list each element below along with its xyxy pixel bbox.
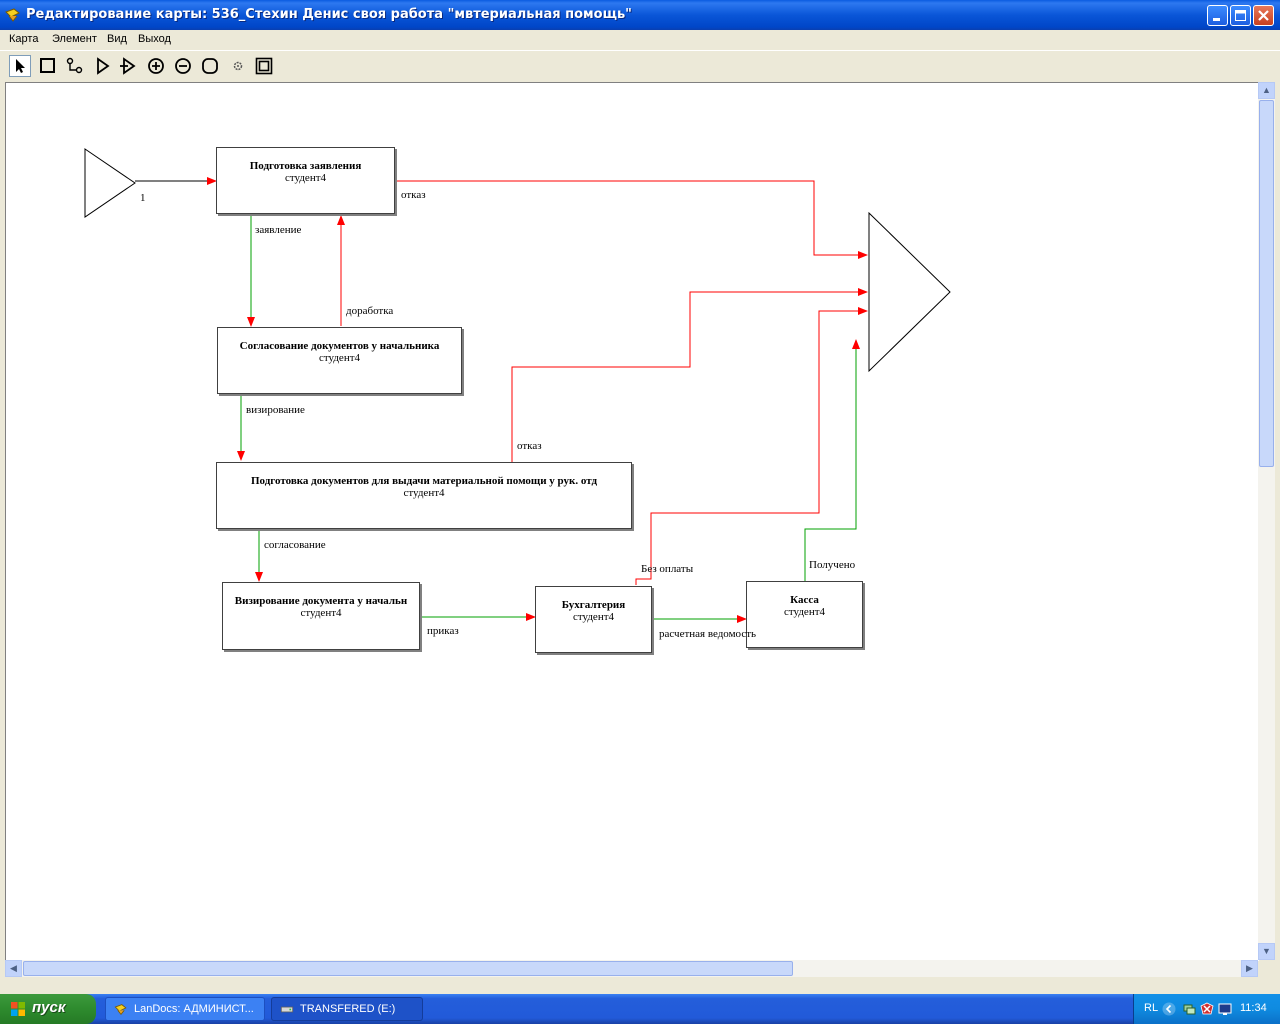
edge-label: приказ: [427, 625, 459, 637]
edge-label: визирование: [246, 404, 305, 416]
title-bar[interactable]: Редактирование карты: 536_Стехин Денис с…: [0, 0, 1280, 30]
process-node[interactable]: Касса студент4: [746, 581, 863, 648]
toolbar: [0, 50, 1280, 81]
pointer-tool-icon: [16, 59, 25, 73]
maximize-icon: [1235, 10, 1246, 21]
windows-logo-icon: [11, 1002, 25, 1016]
edge-label: отказ: [517, 440, 542, 452]
drive-icon: [280, 1006, 294, 1013]
diagram-connections: [84, 148, 951, 623]
taskbar-item-label: LanDocs: АДМИНИСТ...: [134, 1003, 254, 1015]
connector-tool-button[interactable]: [64, 55, 86, 77]
process-node[interactable]: Согласование документов у начальника сту…: [217, 327, 462, 394]
edge-label: Получено: [809, 559, 856, 571]
node-role: студент4: [572, 611, 615, 623]
app-icon: [114, 1004, 127, 1016]
edge-label: расчетная ведомость: [659, 628, 757, 640]
menu-view[interactable]: Вид: [107, 33, 127, 45]
node-title: Подготовка заявления: [249, 160, 362, 172]
taskbar: пуск LanDocs: АДМИНИСТ... TRANSFERED (E:…: [0, 994, 1280, 1024]
node-title: Визирование документа у начальн: [234, 595, 408, 607]
end-triangle[interactable]: [868, 211, 951, 373]
node-title: Бухгалтерия: [561, 599, 626, 611]
close-icon: [1258, 10, 1269, 21]
settings-small-button[interactable]: [227, 55, 249, 77]
edge-label: согласование: [264, 539, 326, 551]
process-node[interactable]: Подготовка документов для выдачи материа…: [216, 462, 632, 529]
menu-bar: Карта Элемент Вид Выход: [0, 30, 1280, 50]
node-title: Касса: [790, 594, 819, 606]
start-triangle-tool-icon: [97, 57, 110, 75]
vertical-scrollbar[interactable]: ▲ ▼: [1258, 82, 1275, 960]
node-title: Подготовка документов для выдачи материа…: [250, 475, 598, 487]
edge-label: доработка: [346, 305, 394, 317]
start-triangle-tool-button[interactable]: [91, 55, 113, 77]
node-role: студент4: [300, 607, 342, 619]
edge-label: заявление: [255, 224, 302, 236]
taskbar-item-landocs[interactable]: LanDocs: АДМИНИСТ...: [105, 997, 265, 1021]
frame-tool-icon: [255, 57, 273, 75]
process-node[interactable]: Бухгалтерия студент4: [535, 586, 652, 653]
end-triangle-tool-button[interactable]: [117, 55, 139, 77]
node-role: студент4: [783, 606, 826, 618]
network-icon[interactable]: [1182, 1002, 1196, 1016]
rectangle-tool-icon: [40, 58, 55, 73]
start-label: пуск: [32, 999, 66, 1016]
horizontal-scroll-thumb[interactable]: [23, 961, 793, 976]
scroll-left-button[interactable]: ◀: [5, 960, 22, 977]
rectangle-tool-button[interactable]: [37, 55, 59, 77]
edge-n6-received[interactable]: [804, 339, 860, 581]
frame-tool-button[interactable]: [253, 55, 275, 77]
horizontal-scrollbar[interactable]: ◀ ▶: [5, 960, 1258, 977]
process-node[interactable]: Подготовка заявления студент4: [216, 147, 395, 214]
security-alert-icon[interactable]: [1200, 1002, 1214, 1016]
edge-n3-refusal[interactable]: [511, 288, 868, 462]
rounded-rect-tool-button[interactable]: [199, 55, 221, 77]
scroll-down-button[interactable]: ▼: [1258, 943, 1275, 960]
zoom-out-icon: [175, 58, 191, 74]
rounded-rect-tool-icon: [202, 58, 218, 74]
process-node[interactable]: Визирование документа у начальн студент4: [222, 582, 420, 650]
end-triangle-tool-icon: [120, 57, 136, 75]
node-role: студент4: [318, 352, 361, 364]
node-role: студент4: [403, 487, 445, 499]
menu-exit[interactable]: Выход: [138, 33, 171, 45]
edge-n5-unpaid[interactable]: [635, 307, 868, 585]
minimize-icon: [1213, 18, 1220, 21]
taskbar-item-drive[interactable]: TRANSFERED (E:): [271, 997, 423, 1021]
edge-label: 1: [140, 192, 146, 204]
zoom-in-icon: [148, 58, 164, 74]
edge-label: отказ: [401, 189, 426, 201]
menu-element[interactable]: Элемент: [52, 33, 97, 45]
diagram-canvas[interactable]: Подготовка заявления студент4 Согласован…: [5, 82, 1259, 961]
system-tray: RL 11:34: [1133, 994, 1280, 1024]
start-triangle[interactable]: [84, 148, 136, 218]
app-icon: [5, 8, 20, 22]
scroll-up-button[interactable]: ▲: [1258, 82, 1275, 99]
node-title: Согласование документов у начальника: [239, 340, 440, 352]
edge-n1-refusal[interactable]: [395, 180, 868, 259]
vertical-scroll-thumb[interactable]: [1259, 100, 1274, 467]
clock: 11:34: [1240, 1002, 1267, 1014]
connector-tool-icon: [66, 57, 83, 74]
zoom-out-button[interactable]: [172, 55, 194, 77]
language-indicator[interactable]: RL: [1144, 1002, 1159, 1014]
settings-small-icon: [233, 61, 243, 71]
start-button[interactable]: пуск: [0, 994, 96, 1024]
chevron-left-icon[interactable]: [1162, 1002, 1176, 1016]
minimize-button[interactable]: [1207, 5, 1228, 26]
monitor-icon[interactable]: [1218, 1002, 1232, 1016]
maximize-button[interactable]: [1230, 5, 1251, 26]
menu-map[interactable]: Карта: [9, 33, 39, 45]
taskbar-item-label: TRANSFERED (E:): [300, 1003, 396, 1015]
edge-label: Без оплаты: [641, 563, 694, 575]
window-title: Редактирование карты: 536_Стехин Денис с…: [26, 7, 632, 22]
close-button[interactable]: [1253, 5, 1274, 26]
zoom-in-button[interactable]: [145, 55, 167, 77]
node-role: студент4: [284, 172, 327, 184]
pointer-tool-button[interactable]: [9, 55, 31, 77]
scroll-right-button[interactable]: ▶: [1241, 960, 1258, 977]
